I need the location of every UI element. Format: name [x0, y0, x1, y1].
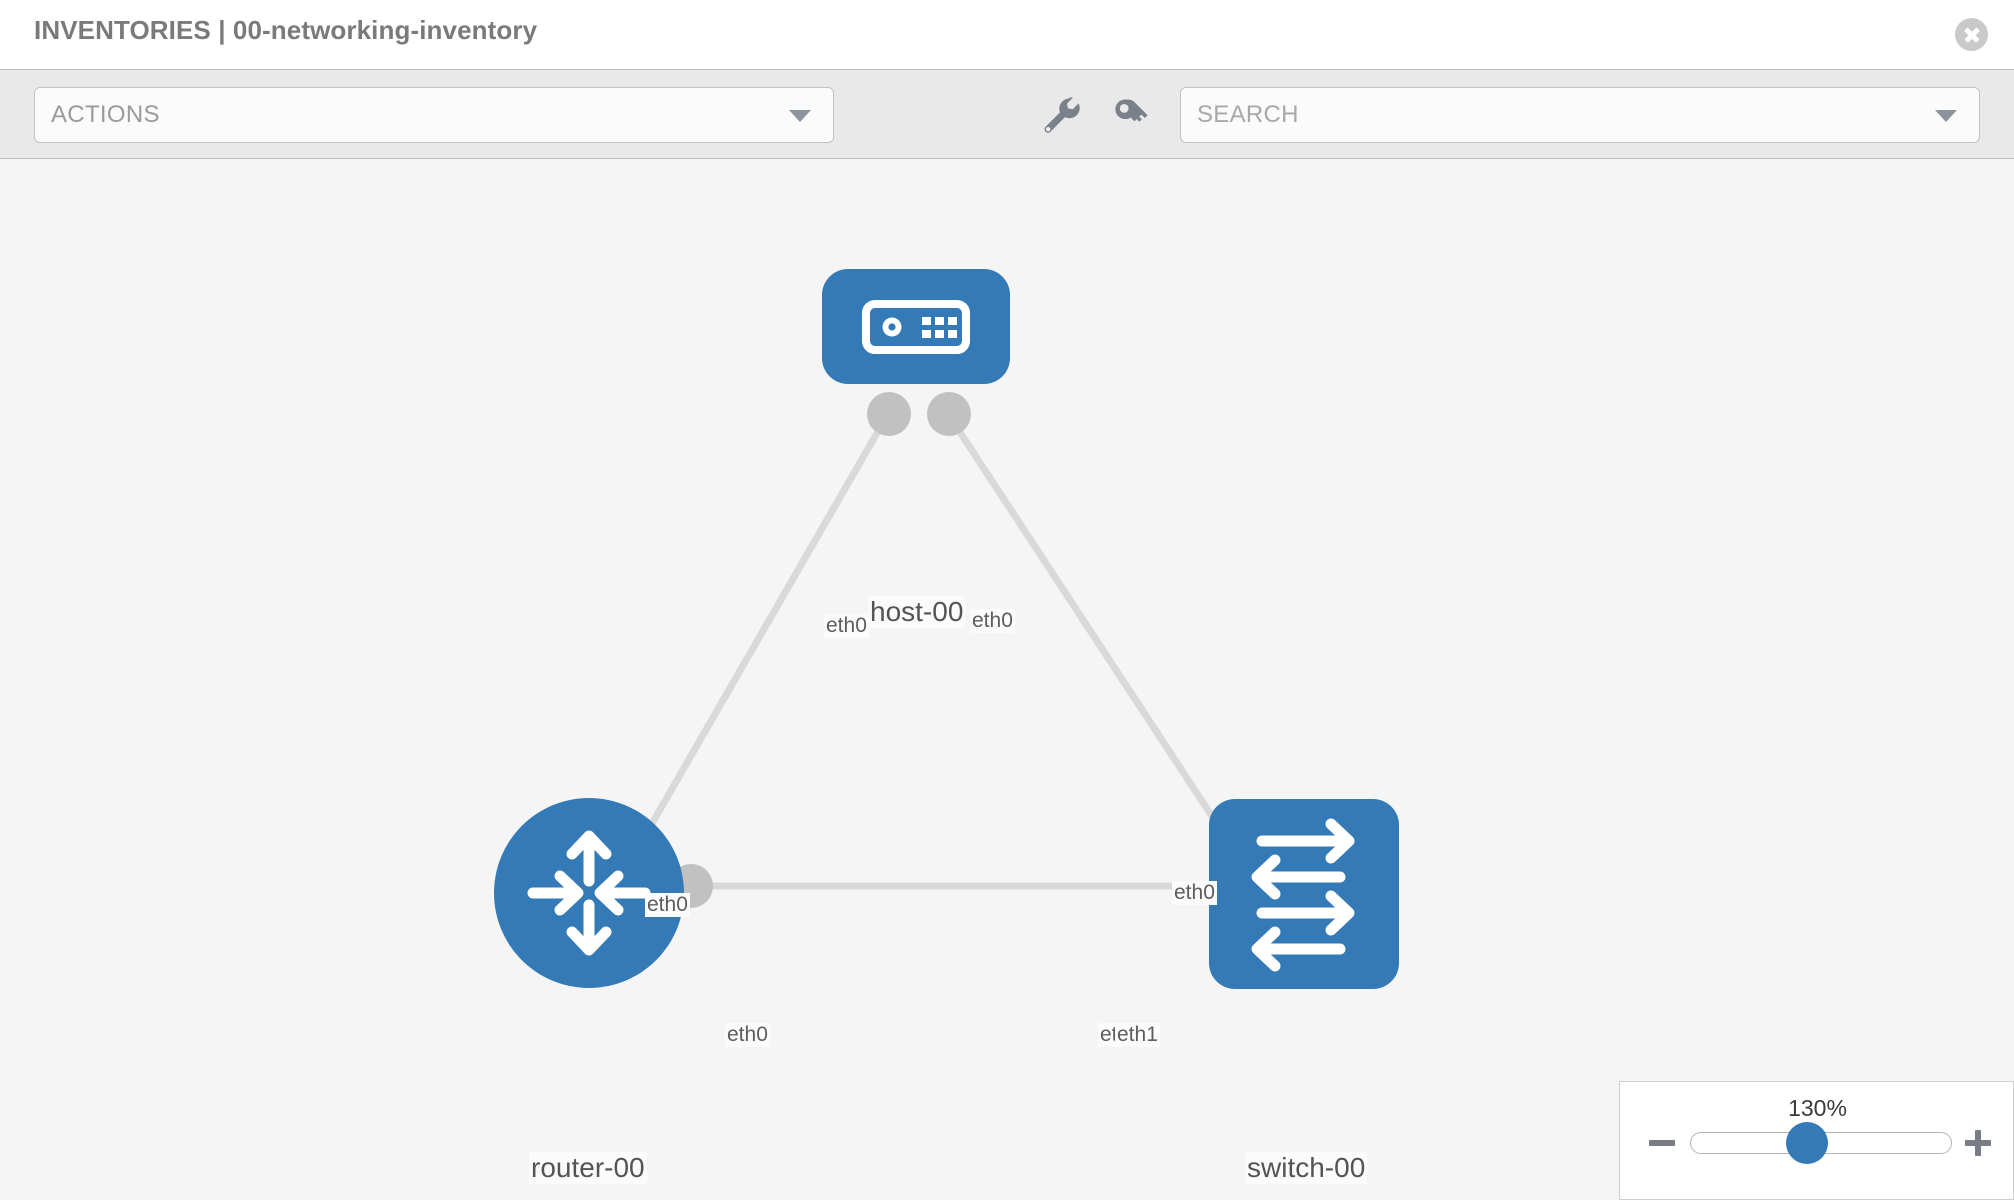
zoom-slider-thumb[interactable] — [1786, 1122, 1828, 1164]
node-host-00 — [822, 269, 1010, 384]
search-placeholder: SEARCH — [1197, 101, 1299, 128]
wrench-icon[interactable] — [1038, 92, 1084, 138]
topology-canvas[interactable]: eth0 eth0 eth0 eth0 eth0 eth0 eth1 host-… — [0, 159, 2014, 1200]
edge-label-host-left: eth0 — [824, 614, 869, 638]
chevron-down-icon — [789, 110, 811, 122]
chevron-down-icon[interactable] — [1935, 110, 1957, 122]
toolbar: ACTIONS SEARCH — [0, 69, 2014, 159]
edge-label-router-up: eth0 — [645, 893, 690, 917]
node-label-switch-00: switch-00 — [1245, 1152, 1368, 1184]
minus-icon[interactable] — [1647, 1128, 1677, 1158]
edge-label-switch-up: eth0 — [1172, 881, 1217, 905]
zoom-control-panel: 130% — [1619, 1081, 2014, 1200]
actions-dropdown[interactable]: ACTIONS — [34, 87, 834, 143]
close-icon[interactable] — [1955, 18, 1988, 51]
edge-label-host-right: eth0 — [970, 609, 1015, 633]
edge-host-router — [616, 412, 892, 881]
node-label-router-00: router-00 — [529, 1152, 647, 1184]
node-router-00 — [494, 798, 684, 988]
edge-label-router-right: eth0 — [725, 1023, 770, 1047]
plus-icon[interactable] — [1963, 1128, 1993, 1158]
edge-label-switch-left-eth1: eth1 — [1115, 1023, 1160, 1047]
connector-host-right — [927, 392, 971, 436]
actions-dropdown-label: ACTIONS — [51, 101, 160, 128]
key-icon[interactable] — [1108, 92, 1154, 138]
page-title: INVENTORIES | 00-networking-inventory — [34, 15, 538, 45]
search-input[interactable]: SEARCH — [1180, 87, 1980, 143]
node-switch-00 — [1209, 799, 1399, 989]
page-header: INVENTORIES | 00-networking-inventory — [0, 0, 2014, 69]
edge-host-switch — [945, 412, 1243, 861]
topology-graph — [494, 269, 1399, 989]
node-label-host-00: host-00 — [868, 596, 966, 628]
connector-host-left — [867, 392, 911, 436]
zoom-level-value: 130% — [1788, 1095, 1847, 1121]
